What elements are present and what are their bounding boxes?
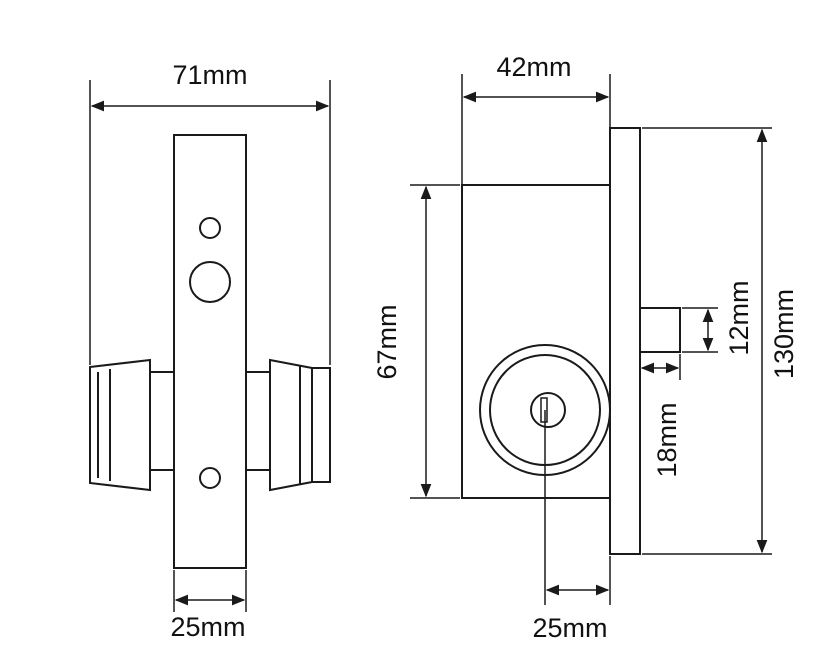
depth-label: 42mm <box>496 52 571 82</box>
keyway-slot <box>540 397 548 423</box>
side-view: 42mm 67mm 130mm 12mm 18mm 2 <box>372 52 799 643</box>
lock-body <box>461 127 641 555</box>
bolt <box>639 307 681 353</box>
front-view: 71mm 25mm <box>89 60 331 642</box>
face-plate <box>173 134 247 569</box>
width-label: 71mm <box>172 60 247 90</box>
cylinder-offset-label: 25mm <box>532 613 607 643</box>
body-height-label: 67mm <box>372 304 402 379</box>
left-knob <box>89 358 175 492</box>
screw-hole-top <box>199 217 221 239</box>
bolt-offset-label: 18mm <box>652 402 682 477</box>
right-knob <box>245 358 331 492</box>
bolt-height-label: 12mm <box>724 280 754 355</box>
keyway-circle <box>530 392 566 428</box>
plate-height-label: 130mm <box>769 289 799 379</box>
plate-width-label: 25mm <box>170 612 245 642</box>
screw-hole-bottom <box>199 467 221 489</box>
spindle-hole <box>189 261 231 303</box>
